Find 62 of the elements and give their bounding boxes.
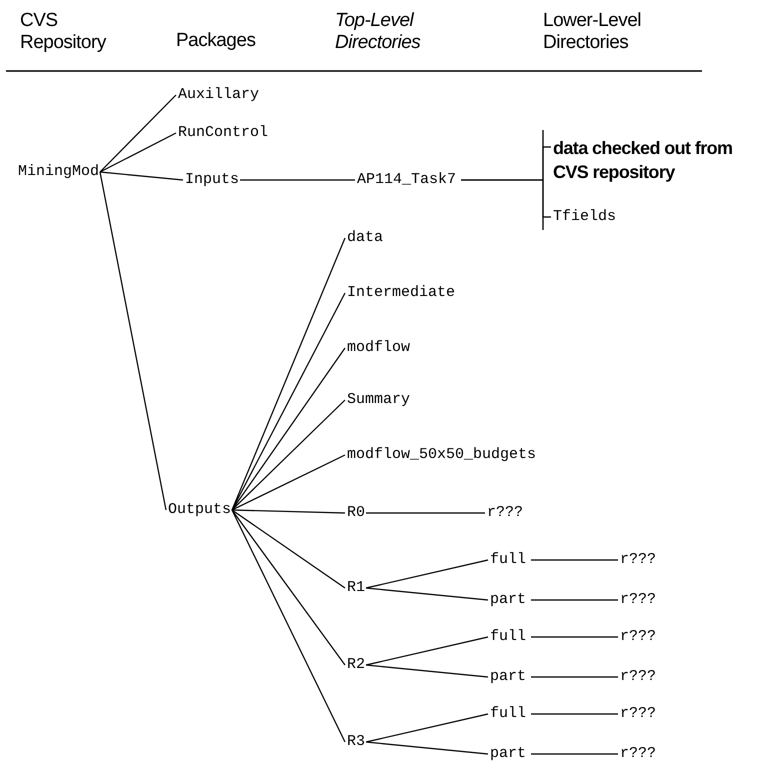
directory-name: data (347, 229, 384, 247)
connector-line (100, 171, 184, 181)
connector-line (461, 179, 551, 218)
connector-line (531, 676, 618, 678)
directory-name: Auxillary (178, 86, 260, 104)
directory-name: r??? (620, 551, 656, 569)
connector-line (100, 94, 176, 172)
directory-name: Intermediate (347, 284, 456, 302)
directory-name: Summary (347, 391, 410, 409)
connector-line (531, 753, 618, 755)
directory-name: modflow (347, 339, 410, 357)
directory-name: modflow_50x50_budgets (347, 446, 536, 464)
connector-line (366, 587, 488, 601)
connector-line (232, 509, 346, 514)
connector-line (366, 664, 488, 678)
directory-name: R2 (347, 656, 366, 674)
connector-line (231, 238, 346, 510)
directory-name: part (490, 591, 526, 609)
connector-line (232, 400, 346, 510)
directory-name: MiningMod (18, 163, 100, 181)
directory-name: AP114_Task7 (357, 171, 456, 189)
directory-name: part (490, 668, 526, 686)
directory-name: R3 (347, 733, 366, 751)
connector-line (366, 636, 488, 666)
connector-line (232, 348, 346, 510)
directory-name: full (490, 628, 526, 646)
directory-name: r??? (620, 628, 656, 646)
connector-line (232, 510, 346, 588)
directory-name: r??? (487, 504, 524, 522)
connector-line (240, 179, 355, 181)
connector-line (231, 292, 346, 510)
directory-name: part (490, 745, 526, 763)
directory-name: full (490, 551, 526, 569)
connector-line (100, 132, 176, 173)
directory-name: r??? (620, 745, 656, 763)
connector-line (366, 741, 488, 755)
connector-line (232, 454, 346, 511)
connector-line (366, 512, 485, 514)
directory-name: Inputs (185, 171, 240, 189)
connector-line (366, 713, 488, 743)
directory-name: r??? (620, 668, 656, 686)
directory-name: r??? (620, 705, 656, 723)
connector-line (232, 510, 346, 666)
connector-line (531, 559, 618, 561)
column-header: Top-Level Directories (335, 10, 422, 54)
note-text: data checked out from CVS repository (553, 136, 768, 184)
connector-line (531, 713, 618, 715)
directory-name: RunControl (178, 124, 268, 142)
directory-name: R0 (347, 504, 366, 522)
column-header: Lower-Level Directories (543, 10, 642, 54)
connector-line (366, 559, 488, 589)
directory-name: r??? (620, 591, 656, 609)
connector-line (231, 510, 346, 742)
connector-line (531, 636, 618, 638)
directory-name: R1 (347, 579, 366, 597)
directory-name: Tfields (553, 208, 616, 226)
column-header: CVS Repository (20, 10, 108, 54)
directory-name: Outputs (168, 501, 232, 519)
column-header: Packages (176, 30, 256, 52)
directory-name: full (490, 705, 526, 723)
connector-line (531, 599, 618, 601)
connector-line (99, 172, 167, 510)
